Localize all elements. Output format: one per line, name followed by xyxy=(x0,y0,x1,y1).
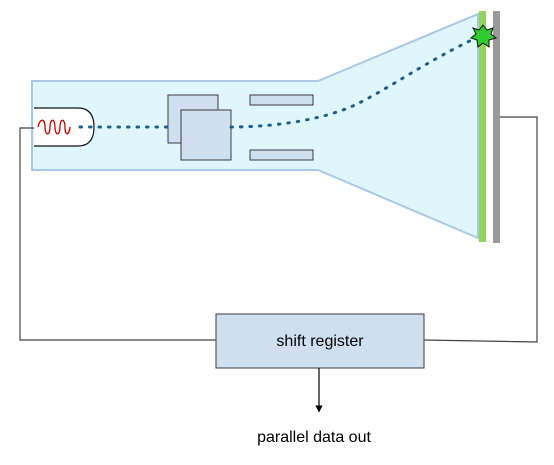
parallel-data-out-label: parallel data out xyxy=(257,429,371,446)
phosphor-screen xyxy=(479,11,486,242)
electron-beam xyxy=(78,35,480,129)
filament-icon xyxy=(37,119,71,135)
shift-register-label: shift register xyxy=(276,333,364,350)
crt-tube xyxy=(31,12,479,240)
target-plate xyxy=(493,11,500,243)
electron-gun-icon xyxy=(34,107,95,147)
shift-register-box xyxy=(215,313,425,369)
deflection-plate-bottom xyxy=(249,149,314,161)
deflection-plate-top xyxy=(249,94,314,106)
spot-icon xyxy=(469,24,498,48)
shift-register-block: shift register xyxy=(215,313,425,369)
right-wire xyxy=(423,116,538,343)
left-wire xyxy=(19,127,216,341)
component-front xyxy=(180,109,232,161)
electron-gun xyxy=(34,107,95,147)
